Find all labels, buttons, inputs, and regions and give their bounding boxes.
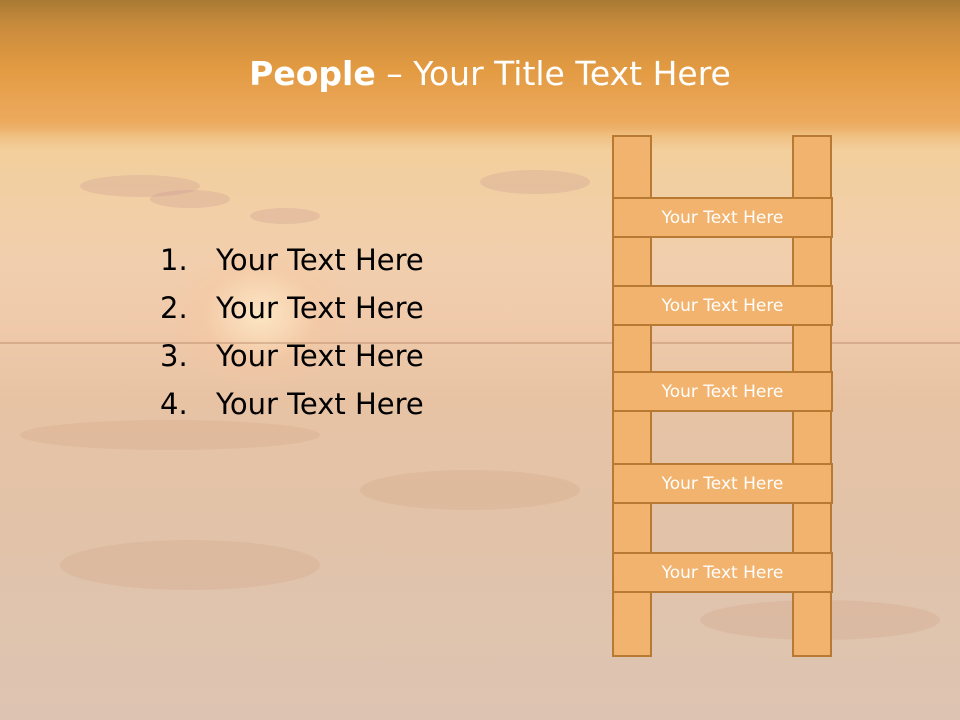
- list-item: 3. Your Text Here: [160, 332, 424, 380]
- wave-shape: [360, 470, 580, 510]
- ladder-rung-4: Your Text Here: [612, 463, 833, 504]
- list-item: 2. Your Text Here: [160, 284, 424, 332]
- cloud-shape: [150, 190, 230, 208]
- list-text: Your Text Here: [216, 339, 424, 373]
- list-number: 2.: [160, 291, 188, 325]
- list-text: Your Text Here: [216, 387, 424, 421]
- title-bold: People: [249, 54, 376, 93]
- cloud-shape: [250, 208, 320, 224]
- list-number: 1.: [160, 243, 188, 277]
- slide-title: People – Your Title Text Here: [0, 52, 960, 96]
- list-number: 4.: [160, 387, 188, 421]
- ladder-rung-1: Your Text Here: [612, 197, 833, 238]
- list-item: 1. Your Text Here: [160, 236, 424, 284]
- list-text: Your Text Here: [216, 243, 424, 277]
- ladder-rung-2: Your Text Here: [612, 285, 833, 326]
- wave-shape: [60, 540, 320, 590]
- horizon-line: [0, 342, 960, 344]
- list-number: 3.: [160, 339, 188, 373]
- numbered-list: 1. Your Text Here 2. Your Text Here 3. Your…: [160, 236, 424, 428]
- title-rest: – Your Title Text Here: [375, 54, 731, 93]
- ladder-rung-3: Your Text Here: [612, 371, 833, 412]
- wave-shape: [20, 420, 320, 450]
- ladder-rung-5: Your Text Here: [612, 552, 833, 593]
- title-band: [0, 0, 960, 135]
- list-text: Your Text Here: [216, 291, 424, 325]
- sun-glow: [170, 240, 350, 390]
- cloud-shape: [480, 170, 590, 194]
- list-item: 4. Your Text Here: [160, 380, 424, 428]
- cloud-shape: [80, 175, 200, 197]
